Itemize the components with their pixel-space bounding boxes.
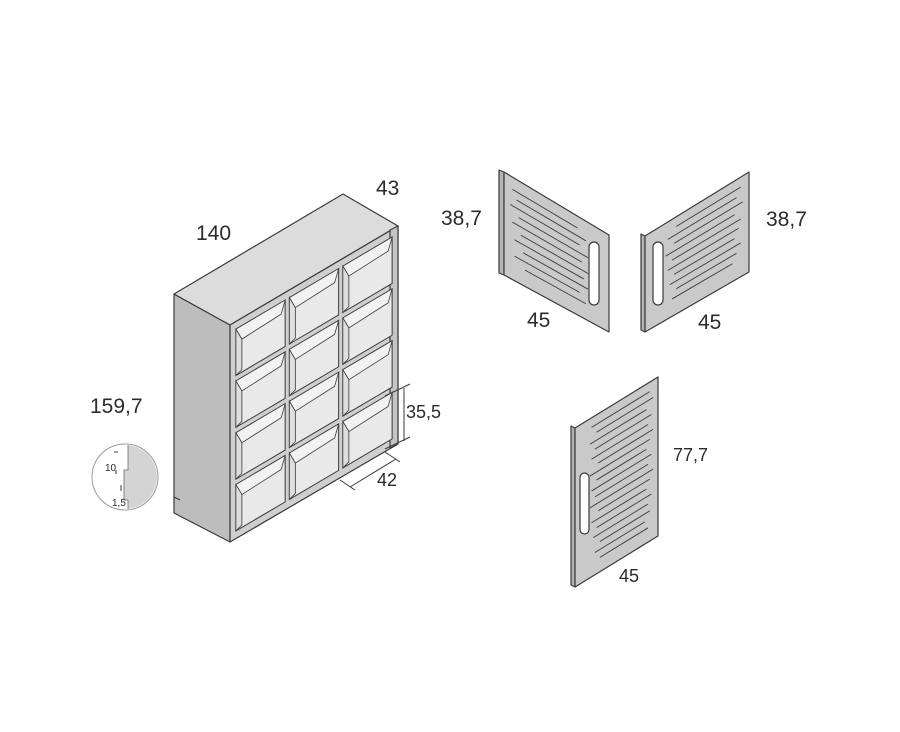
compartment-side-wall (288, 347, 296, 397)
groove-line (512, 221, 582, 263)
groove-line (675, 186, 741, 227)
groove-line (591, 488, 647, 524)
cell-height-dimension (384, 383, 411, 450)
door-left-height-label: 38,7 (441, 207, 482, 230)
groove-line (516, 199, 587, 242)
groove-line (589, 438, 650, 477)
groove-lines-icon (665, 186, 743, 300)
groove-line (522, 252, 589, 290)
handle-slot-icon (652, 241, 664, 306)
groove-line (675, 252, 737, 290)
groove-line (671, 218, 741, 261)
door-left-face (503, 171, 610, 333)
groove-line (673, 238, 735, 275)
groove-line (673, 201, 743, 244)
detail-lower-label: 1,5 (112, 498, 126, 509)
groove-line (599, 527, 649, 558)
groove-line (591, 453, 652, 492)
groove-line (594, 414, 652, 450)
compartment-side-wall (235, 483, 243, 532)
handle-slot-icon (588, 241, 600, 306)
groove-line (594, 463, 649, 498)
groove-line (510, 204, 580, 246)
compartment-side-wall (235, 327, 243, 377)
groove-line (596, 397, 654, 433)
groove-line (589, 409, 647, 445)
groove-line (520, 234, 589, 274)
door-left-edge (498, 169, 505, 276)
groove-line (512, 188, 578, 229)
groove-line (665, 214, 735, 257)
compartment-side-wall (342, 264, 350, 314)
groove-line (596, 493, 652, 529)
magnifier-detail-icon (91, 443, 159, 511)
cell-depth-dimension (339, 451, 401, 491)
groove-line (599, 510, 650, 542)
compartment-side-wall (288, 296, 296, 345)
groove-lines-icon (589, 391, 654, 558)
door-right-face (644, 171, 750, 333)
groove-lines-icon (510, 188, 589, 305)
door-tall (570, 376, 659, 588)
cell-height-label: 35,5 (406, 402, 441, 422)
groove-line (667, 197, 737, 240)
groove-line (591, 424, 649, 460)
bookcase-plinth-line (173, 496, 181, 501)
groove-line (598, 478, 650, 512)
bookcase-compartments (235, 236, 393, 532)
groove-line (598, 428, 654, 464)
door-left (498, 169, 610, 333)
compartment-side-wall (235, 379, 243, 429)
door-right-height-label: 38,7 (766, 208, 807, 231)
compartment-side-wall (342, 420, 350, 469)
groove-line (667, 227, 739, 271)
groove-line (594, 521, 645, 553)
bookcase-width-label: 140 (196, 222, 231, 245)
door-right-width-label: 45 (698, 311, 721, 334)
bookcase (173, 193, 399, 543)
groove-line (591, 391, 650, 428)
door-tall-width-label: 45 (619, 566, 639, 586)
door-right (640, 171, 750, 333)
groove-line (514, 255, 580, 293)
groove-line (669, 242, 741, 286)
groove-line (589, 468, 654, 509)
compartment-side-wall (342, 316, 350, 366)
handle-slot-icon (579, 472, 590, 535)
compartment-side-wall (235, 431, 243, 481)
groove-line (524, 269, 587, 305)
groove-line (596, 448, 647, 481)
groove-line (514, 239, 585, 280)
groove-line (518, 217, 589, 259)
cell-depth-label: 42 (377, 470, 397, 490)
bookcase-left-side (173, 293, 231, 543)
door-left-width-label: 45 (527, 309, 550, 332)
compartment-side-wall (288, 451, 296, 501)
bookcase-depth-label: 43 (376, 177, 399, 200)
bookcase-height-label: 159,7 (90, 395, 143, 418)
groove-line (593, 503, 649, 539)
detail-upper-label: 10 (105, 463, 117, 474)
groove-line (671, 263, 733, 300)
compartment-side-wall (288, 399, 296, 449)
compartment-side-wall (342, 368, 350, 418)
door-tall-height-label: 77,7 (673, 445, 708, 465)
